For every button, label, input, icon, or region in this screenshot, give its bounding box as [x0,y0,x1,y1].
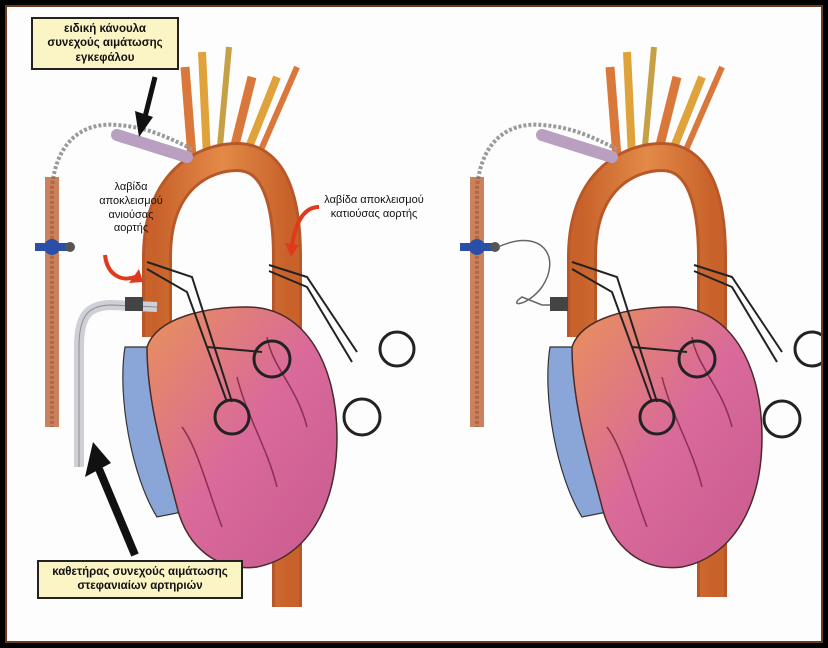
looped-line-right [498,241,562,305]
right-diagram [460,47,823,597]
stopcock-icon-right [460,239,500,255]
illustration [7,7,823,643]
stopcock-icon [35,239,75,255]
heart [147,307,337,568]
diagram-canvas: ειδική κάνουλα συνεχούς αιμάτωσης εγκεφά… [5,5,823,643]
label-ascending-clamp: λαβίδα αποκλεισμού ανιούσας αορτής [85,181,177,236]
label-cannula: ειδική κάνουλα συνεχούς αιμάτωσης εγκεφά… [31,17,179,70]
black-arrow-cannula [135,77,155,137]
heart-right [572,307,762,568]
left-diagram [35,47,414,607]
label-catheter: καθετήρας συνεχούς αιμάτωσης στεφανιαίων… [37,560,243,599]
red-arrow-ascending [105,255,135,279]
label-descending-clamp: λαβίδα αποκλεισμού κατιούσας αορτής [312,194,436,222]
black-arrow-catheter [85,442,135,555]
